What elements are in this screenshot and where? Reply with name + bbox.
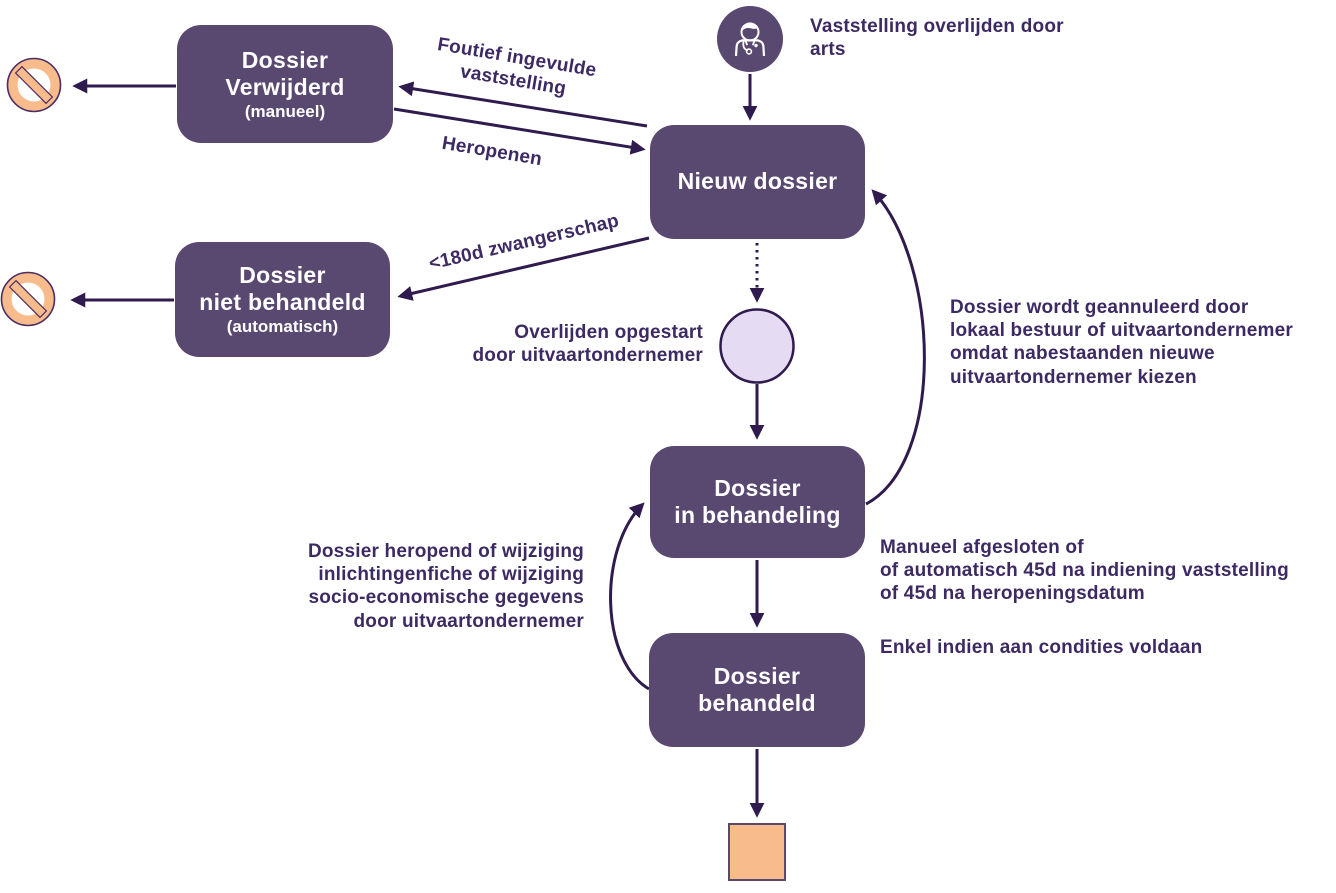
arrow-foutief-ingevulde [398,81,648,128]
annotation-afgesloten: Manueel afgesloten of of automatisch 45d… [880,537,1289,605]
prohibited-sign-icon [0,271,56,327]
node-dossier-behandeld: Dossier behandeld [649,633,865,747]
end-state-square [728,823,786,881]
annotation-overlijden-opgestart: Overlijden opgestart door uitvaartondern… [472,322,703,367]
arrow-zwangerschap [397,236,650,301]
node-dossier-in-behandeling: Dossier in behandeling [650,446,865,558]
node-dossier-niet-behandeld-label: Dossier niet behandeld [199,262,366,316]
node-dossier-verwijderd-sublabel: (manueel) [244,101,326,121]
annotation-vaststelling-arts: Vaststelling overlijden door arts [810,16,1064,61]
node-dossier-niet-behandeld: Dossier niet behandeld (automatisch) [175,242,390,357]
annotation-condities: Enkel indien aan condities voldaan [880,637,1203,658]
prohibited-sign-icon [6,57,62,113]
node-dossier-in-behandeling-label: Dossier in behandeling [674,474,841,528]
start-state-circle [719,308,795,384]
node-nieuw-dossier: Nieuw dossier [650,125,865,239]
arrow-curve-annuleren-to-nieuw [865,189,926,506]
node-dossier-verwijderd: Dossier Verwijderd (manueel) [177,25,393,143]
arrow-heropenen [393,107,646,155]
node-dossier-behandeld-label: Dossier behandeld [698,662,816,716]
node-dossier-niet-behandeld-sublabel: (automatisch) [226,317,339,337]
node-nieuw-dossier-label: Nieuw dossier [677,168,838,195]
arrow-curve-heropend-to-in-behandeling [609,502,650,691]
doctor-avatar-icon [717,6,783,72]
annotation-geannuleerd: Dossier wordt geannuleerd door lokaal be… [950,297,1293,388]
node-dossier-verwijderd-label: Dossier Verwijderd [225,46,345,100]
annotation-heropend-wijziging: Dossier heropend of wijziging inlichting… [307,541,584,632]
